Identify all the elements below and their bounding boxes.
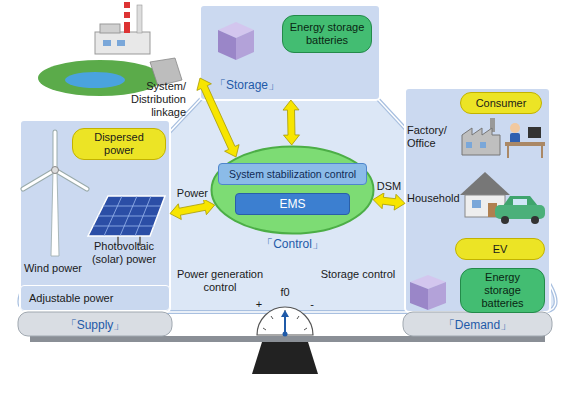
ellipse-shape [212,147,374,234]
edge-label: DSM [375,180,403,193]
battery-pill: Energy storage batteries [460,268,545,313]
car-icon [495,196,545,224]
node-text: Energy storage batteries [466,271,539,310]
ems-band: EMS [235,193,350,215]
minus-sign: - [306,298,318,311]
node-text: EMS [279,198,305,211]
balance-beam [30,336,545,342]
household-label: Household [407,192,462,205]
balance-stand [252,342,318,374]
dispersed-power-pill: Dispersed power [72,128,166,160]
frequency-meter [257,307,313,337]
node-text: Adjustable power [29,292,113,305]
ellipse-outline [210,145,375,235]
solar-label: Photovoltaic (solar) power [80,240,168,266]
control-ellipse: 「Control」System stabilization controlEMS [210,145,375,235]
demand-panel-fill [405,88,550,312]
supply-tab [18,312,172,336]
node-text: Consumer [476,97,527,110]
office-worker-icon [505,123,545,158]
control-title: 「Control」 [210,238,375,251]
adjustable-power-band: Adjustable power [20,285,170,311]
factory-label: Factory/ Office [407,124,457,150]
connector-arrow [283,100,300,145]
stabilization-band: System stabilization control [218,163,367,185]
battery-cube-icon [218,22,254,60]
storage-panel-fill [200,5,380,100]
panel-title: 「Demand」 [405,319,550,332]
solar-panel-icon [88,196,165,246]
storage-control-label: Storage control [318,268,398,281]
storage-panel: 「Storage」 Energy storage batteries [200,5,380,100]
panel-title: 「Storage」 [214,79,280,92]
panel-title: 「Supply」 [20,319,170,332]
node-text: System stabilization control [229,168,356,181]
connector-arrow [373,193,405,210]
supply-panel-fill [20,120,170,312]
edge-label: Power [175,187,210,200]
frequency-label: f0 [270,286,300,299]
node-text: Energy storage batteries [288,21,366,47]
demand-tab [403,312,552,336]
node-text: Dispersed power [78,131,160,157]
linkage-label: System/ Distribution linkage [116,80,186,119]
plus-sign: + [253,298,265,311]
supply-panel: 「Supply」 Dispersed powerAdjustable power [20,120,170,336]
wind-label: Wind power [22,262,84,275]
ev-pill: EV [455,238,545,260]
node-text: EV [493,243,508,256]
battery-cube-icon [410,275,446,310]
connector-arrow [170,199,215,220]
generation-control-label: Power generation control [175,268,265,294]
consumer-pill: Consumer [460,92,542,114]
battery-pill: Energy storage batteries [282,15,372,53]
factory-icon [462,118,500,155]
